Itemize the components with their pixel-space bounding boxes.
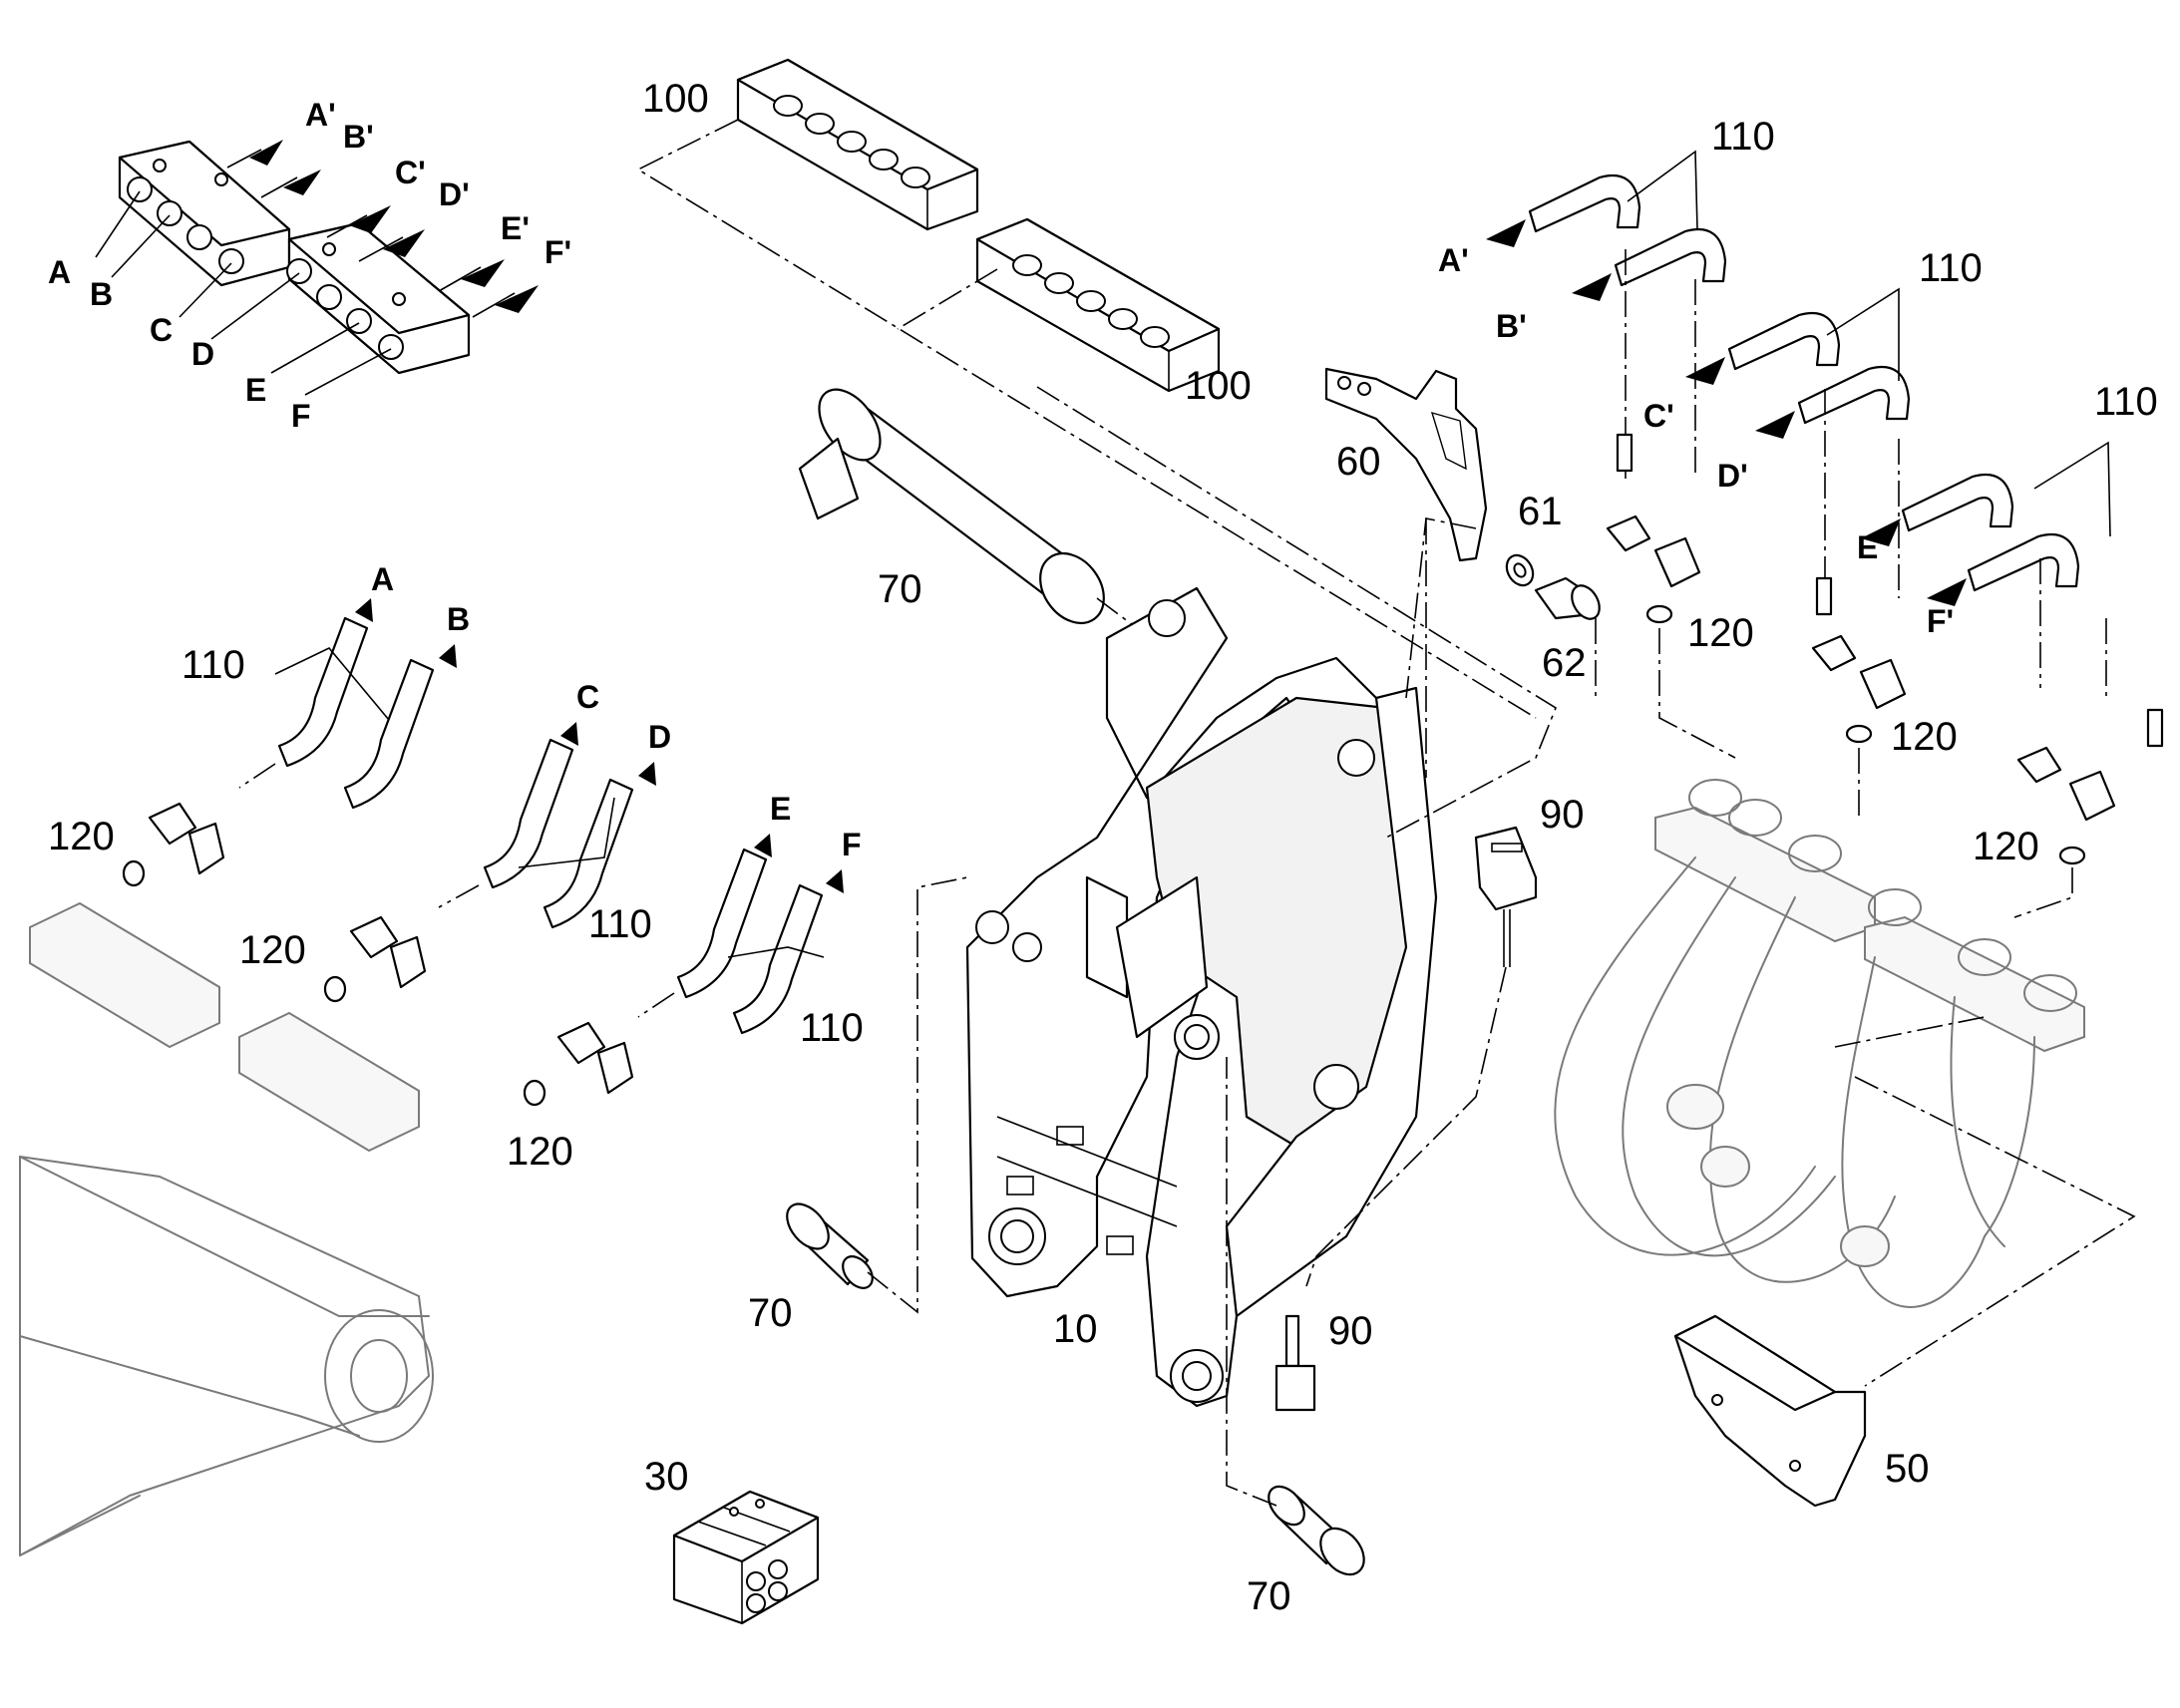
pin-70-bottom: 70 (1226, 1057, 1365, 1618)
ghost-boom-left (19, 901, 434, 1556)
hoses-left-110: A B C D E F 110 110 110 (182, 561, 864, 1050)
hose-letter-c-prime: C' (1643, 398, 1674, 434)
callout-110-left-a: 110 (182, 643, 245, 687)
callout-110-left-c: 110 (588, 902, 652, 946)
port-letter-a: A (48, 254, 71, 290)
cover-plate-50: 50 (1673, 1314, 1930, 1508)
callout-60: 60 (1336, 440, 1381, 484)
callout-120-left-1: 120 (48, 815, 115, 858)
hose-letter-d-prime: D' (1717, 458, 1748, 494)
pin-70-top: 70 (798, 388, 1178, 659)
hose-letter-b: B (447, 601, 470, 637)
port-letter-e-prime: E' (501, 210, 530, 246)
ghost-hose-bundle-right (1554, 779, 2136, 1387)
hose-letter-f: F (842, 827, 862, 862)
callout-10: 10 (1053, 1307, 1098, 1351)
port-letter-f: F (291, 398, 311, 434)
callout-70-bottom: 70 (1247, 1574, 1291, 1618)
valve-blocks-100: 100 100 (636, 58, 1537, 719)
port-letter-d-prime: D' (439, 176, 470, 212)
callout-90-lower: 90 (1328, 1309, 1373, 1353)
hose-letter-f-prime: F' (1927, 603, 1954, 639)
port-letter-d: D (191, 336, 214, 372)
callout-110-right-e: 110 (2094, 380, 2158, 424)
port-letter-c-prime: C' (395, 155, 426, 190)
pin-70-lower-left: 70 (748, 876, 968, 1335)
callout-100-lower: 100 (1185, 364, 1252, 408)
callout-120-left-2: 120 (239, 928, 306, 972)
bracket-60: 60 61 62 (1324, 367, 1601, 699)
connector-90: 90 90 (1274, 793, 1585, 1412)
callout-90-upper: 90 (1540, 793, 1585, 837)
callout-70-left: 70 (748, 1291, 793, 1335)
hose-letter-d: D (648, 719, 671, 755)
hose-letter-a: A (371, 561, 394, 597)
hose-letter-e: E (770, 791, 791, 827)
callout-62: 62 (1542, 641, 1587, 685)
port-letter-b-prime: B' (343, 119, 374, 155)
callout-61: 61 (1518, 490, 1563, 533)
block-30: 30 (644, 1455, 820, 1625)
callout-110-right-a: 110 (1711, 115, 1775, 159)
callout-70-top: 70 (878, 567, 922, 611)
callout-110-right-c: 110 (1919, 246, 1983, 290)
port-letter-e: E (245, 372, 266, 408)
callout-100-top: 100 (642, 77, 709, 121)
callout-120-right-1: 120 (1687, 611, 1754, 655)
callout-120-right-2: 120 (1891, 715, 1958, 759)
clamps-left-120: 120 120 120 (48, 802, 634, 1174)
hose-letter-b-prime: B' (1496, 308, 1527, 344)
port-letter-b: B (90, 276, 113, 312)
callout-110-left-e: 110 (800, 1006, 864, 1050)
hose-letter-c: C (576, 679, 599, 715)
hose-letter-e-prime: E' (1857, 529, 1886, 565)
port-letter-f-prime: F' (545, 234, 571, 270)
port-letter-a-prime: A' (305, 97, 336, 133)
manifold-detail-top-left: A B C D E F A' B' C' D' E' F' (48, 97, 571, 434)
hose-letter-a-prime: A' (1438, 242, 1469, 278)
arm-frame-10: 10 (965, 586, 1438, 1408)
clamps-right-120: 120 120 120 (1606, 433, 2164, 918)
assembly-leader-lines (1036, 386, 1597, 839)
port-letter-c: C (150, 312, 173, 348)
callout-50: 50 (1885, 1447, 1930, 1491)
callout-120-right-3: 120 (1973, 825, 2039, 868)
hoses-right-110: A' B' C' D' E' F' 110 110 110 (1438, 115, 2158, 698)
callout-120-left-3: 120 (507, 1130, 573, 1174)
callout-30: 30 (644, 1455, 689, 1499)
